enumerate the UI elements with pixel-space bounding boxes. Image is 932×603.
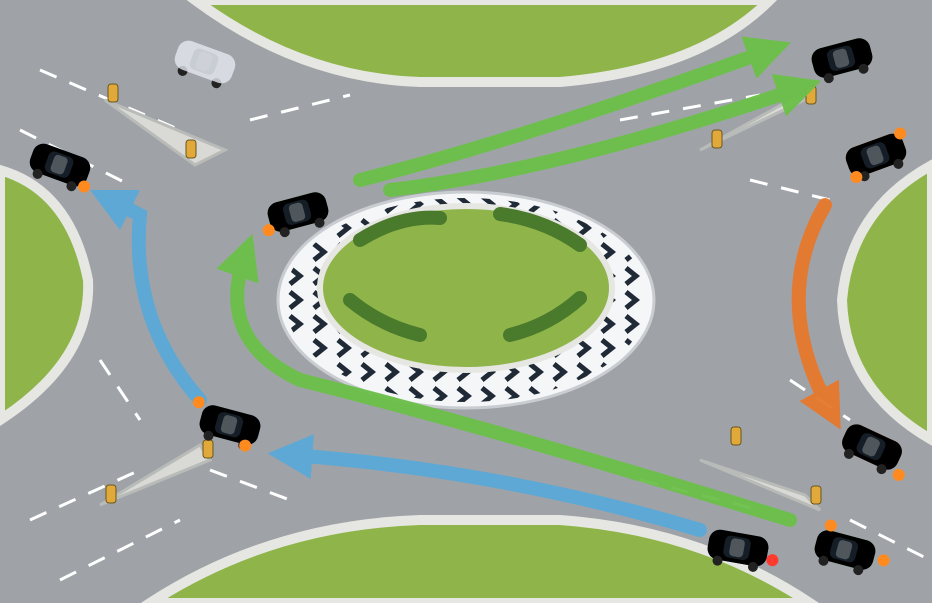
car-icon [192, 396, 263, 454]
car-icon [262, 189, 333, 241]
car-icon [835, 420, 906, 481]
flower-bed-icon [503, 291, 587, 342]
grass-top [186, 0, 778, 87]
central-island [276, 190, 656, 410]
car-icon [842, 127, 912, 185]
grass-bottom [140, 515, 820, 603]
bollard-icon [107, 83, 119, 103]
car-icon [809, 35, 877, 87]
flower-bed-icon [343, 293, 427, 342]
bollard-icon [711, 129, 723, 149]
direction-arrow-icon [353, 36, 792, 187]
bollard-icon [105, 484, 117, 504]
bollard-icon [185, 139, 197, 159]
flower-bed-icon [493, 207, 587, 252]
grass-left [0, 164, 94, 426]
bollard-icon [810, 485, 822, 505]
flower-bed-icon [353, 210, 447, 247]
grass-right [836, 159, 932, 446]
direction-arrows [89, 36, 841, 537]
direction-arrow-icon [267, 434, 707, 537]
direction-arrow-icon [89, 189, 207, 407]
bollard-icon [730, 426, 742, 446]
car-icon [24, 140, 94, 195]
car-icon [810, 519, 890, 579]
bollard-icon [202, 439, 214, 459]
direction-arrow-icon [791, 198, 841, 430]
cars [24, 35, 912, 579]
car-icon [169, 37, 239, 92]
direction-arrow-icon [216, 233, 797, 527]
car-icon [704, 528, 779, 574]
direction-arrow-icon [383, 74, 822, 197]
bollard-icon [805, 85, 817, 105]
